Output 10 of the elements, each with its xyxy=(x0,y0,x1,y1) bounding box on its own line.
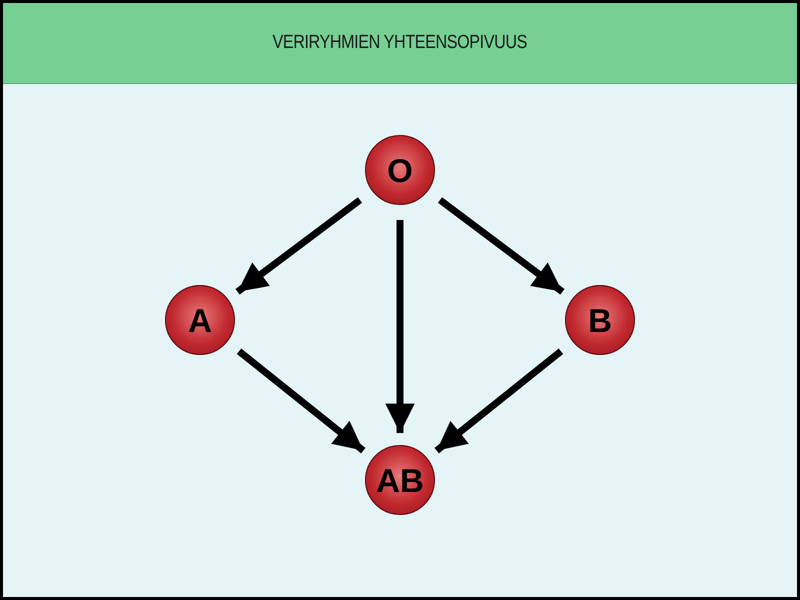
blood-type-label: O xyxy=(387,154,413,186)
title: VERIRYHMIEN YHTEENSOPIVUUS xyxy=(272,30,528,55)
blood-type-label: A xyxy=(188,304,212,336)
arrow xyxy=(438,197,564,295)
arrow xyxy=(385,220,415,433)
arrow xyxy=(236,197,362,295)
blood-type-label: B xyxy=(588,304,612,336)
arrow xyxy=(434,348,564,454)
blood-type-label: AB xyxy=(376,464,424,496)
arrow xyxy=(236,348,366,454)
